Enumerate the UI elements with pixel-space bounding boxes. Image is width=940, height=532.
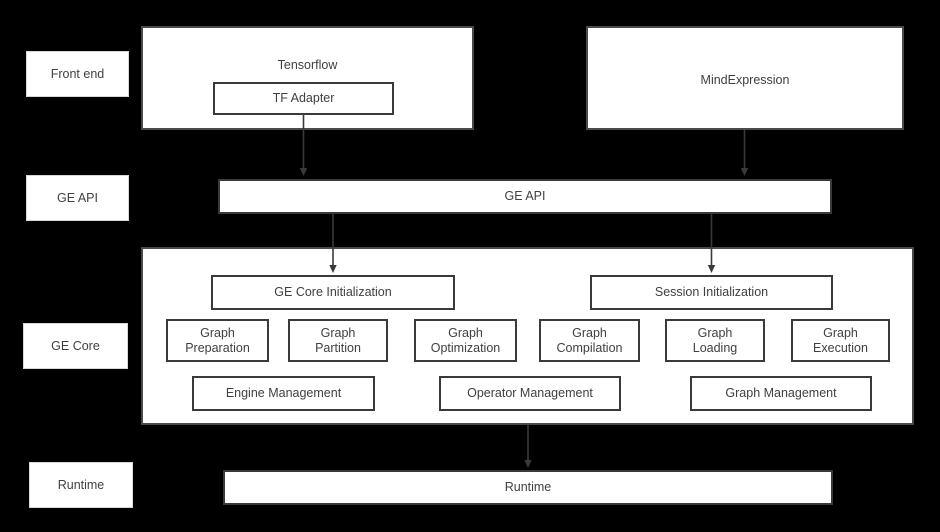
module-graph-preparation: Graph Preparation <box>166 319 269 362</box>
mindexpression-title: MindExpression <box>700 73 790 87</box>
tier-label-ge-core: GE Core <box>23 323 128 369</box>
module-graph-execution: Graph Execution <box>791 319 890 362</box>
management-engine: Engine Management <box>192 376 375 411</box>
ge-core-initialization-box: GE Core Initialization <box>211 275 455 310</box>
session-initialization-box: Session Initialization <box>590 275 833 310</box>
module-graph-optimization: Graph Optimization <box>414 319 517 362</box>
tf-adapter-box: TF Adapter <box>213 82 394 115</box>
management-graph: Graph Management <box>690 376 872 411</box>
module-graph-loading: Graph Loading <box>665 319 765 362</box>
tier-label-front-end: Front end <box>26 51 129 97</box>
tensorflow-title: Tensorflow <box>277 58 338 72</box>
management-operator: Operator Management <box>439 376 621 411</box>
module-graph-compilation: Graph Compilation <box>539 319 640 362</box>
tier-label-runtime: Runtime <box>29 462 133 508</box>
tier-label-ge-api: GE API <box>26 175 129 221</box>
ge-api-bar: GE API <box>218 179 832 214</box>
module-graph-partition: Graph Partition <box>288 319 388 362</box>
runtime-bar: Runtime <box>223 470 833 505</box>
frontend-mindexpression-container: MindExpression <box>586 26 904 130</box>
